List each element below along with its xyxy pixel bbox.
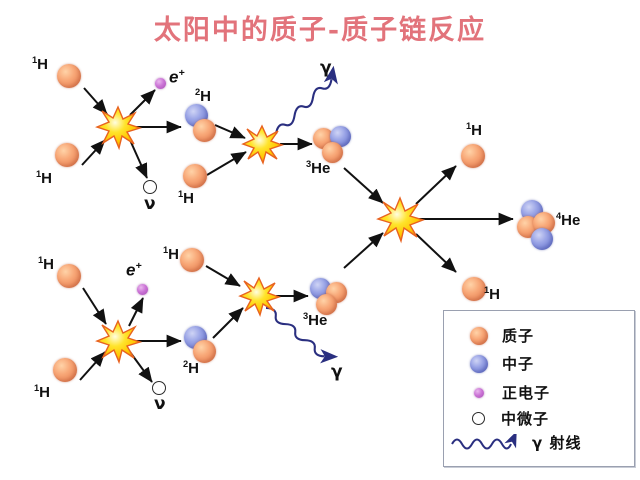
proton-circle-icon bbox=[470, 326, 488, 345]
proton-upper-in-1 bbox=[57, 64, 81, 88]
legend-label-neutrino: 中微子 bbox=[501, 410, 550, 428]
neutrino-lower bbox=[152, 381, 166, 395]
page-title: 太阳中的质子-质子链反应 bbox=[153, 15, 487, 46]
neutron-circle-icon bbox=[470, 354, 488, 373]
legend-label-gamma: γ 射线 bbox=[532, 434, 582, 452]
gamma-wave-upper bbox=[274, 65, 338, 135]
label-positron-lower: e+ bbox=[126, 260, 142, 280]
legend-label-proton: 质子 bbox=[502, 327, 535, 345]
label-h1-out-upper: 1H bbox=[466, 121, 483, 139]
label-h2-lower: 2H bbox=[183, 359, 200, 377]
legend-label-positron: 正电子 bbox=[502, 384, 551, 402]
label-h1-upper-in-1: 1H bbox=[32, 55, 49, 73]
legend-row-neutron: 中子 bbox=[470, 353, 534, 374]
label-gamma-upper: γ bbox=[320, 58, 332, 78]
neutrino-upper bbox=[143, 180, 157, 194]
gamma-wave-icon bbox=[450, 430, 524, 452]
label-positron-upper: e+ bbox=[169, 67, 185, 87]
neutron-he4-b bbox=[531, 228, 553, 250]
label-gamma-lower: γ bbox=[331, 362, 343, 382]
label-h2-upper: 2H bbox=[195, 87, 212, 105]
label-h1-upper-step2: 1H bbox=[178, 189, 195, 207]
label-h1-out-lower: 1H bbox=[484, 285, 501, 303]
proton-out-lower bbox=[462, 277, 486, 301]
label-h1-lower-step2: 1H bbox=[163, 245, 180, 263]
legend-row-proton: 质子 bbox=[470, 325, 534, 346]
label-h1-upper-in-2: 1H bbox=[36, 169, 53, 187]
positron-circle-icon bbox=[474, 387, 484, 398]
proton-he3-upper-b bbox=[322, 142, 343, 163]
proton-he3-lower-b bbox=[316, 294, 337, 315]
gamma-wave-lower bbox=[265, 306, 339, 364]
label-he3-lower: 3He bbox=[303, 311, 328, 329]
positron-upper bbox=[155, 78, 166, 89]
neutrino-circle-icon bbox=[472, 412, 485, 425]
positron-lower bbox=[137, 284, 148, 295]
neutron-he3-lower bbox=[310, 278, 331, 299]
legend-row-gamma: γ 射线 bbox=[450, 430, 582, 453]
label-he4: 4He bbox=[556, 211, 581, 229]
legend-row-positron: 正电子 bbox=[470, 382, 550, 403]
legend-panel: 质子 中子 正电子 中微子 bbox=[443, 310, 635, 467]
label-neutrino-upper: ν bbox=[144, 194, 156, 214]
proton-deuterium-lower bbox=[193, 340, 216, 363]
label-h1-lower-in-1: 1H bbox=[38, 255, 55, 273]
proton-lower-in-2 bbox=[53, 358, 77, 382]
neutron-he3-upper bbox=[330, 126, 351, 147]
proton-lower-step2-in bbox=[180, 248, 204, 272]
legend-row-neutrino: 中微子 bbox=[470, 408, 549, 429]
fusion-bursts bbox=[95, 105, 426, 365]
label-h1-lower-in-2: 1H bbox=[34, 383, 51, 401]
proton-upper-step2-in bbox=[183, 164, 207, 188]
legend-label-neutron: 中子 bbox=[502, 355, 535, 373]
proton-upper-in-2 bbox=[55, 143, 79, 167]
reaction-arrows bbox=[79, 87, 514, 383]
proton-deuterium-upper bbox=[193, 119, 216, 142]
label-he3-upper: 3He bbox=[306, 159, 331, 177]
label-neutrino-lower: ν bbox=[154, 394, 166, 414]
proton-out-upper bbox=[461, 144, 485, 168]
proton-lower-in-1 bbox=[57, 264, 81, 288]
